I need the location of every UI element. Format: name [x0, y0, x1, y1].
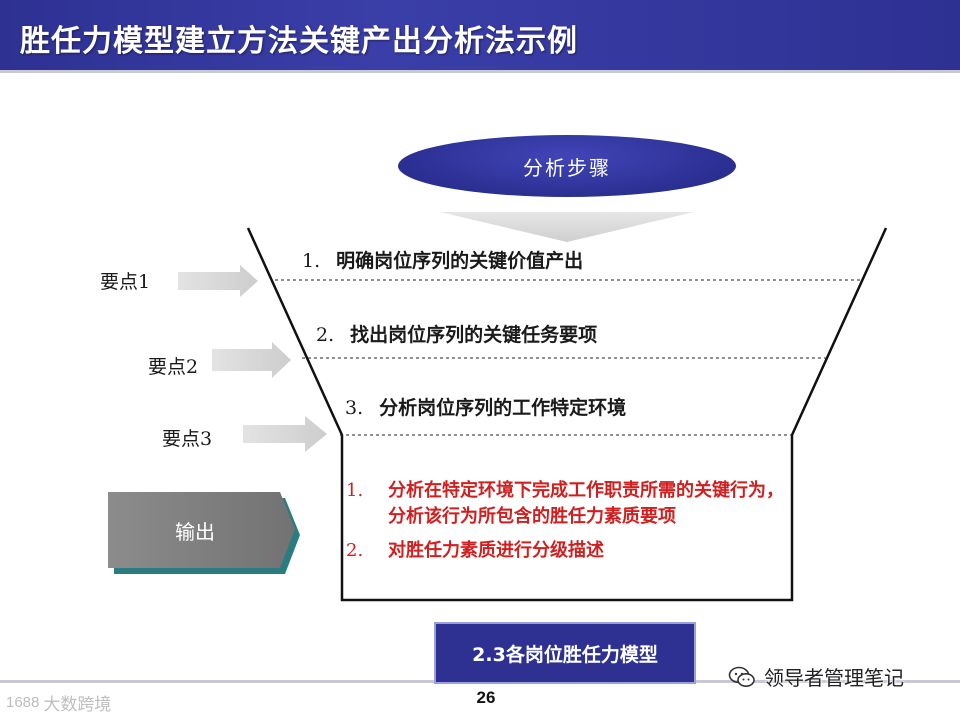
watermark-right-text: 领导者管理笔记 — [764, 666, 904, 690]
output-item-1-text: 分析在特定环境下完成工作职责所需的关键行为，分析该行为所包含的胜任力素质要项 — [388, 480, 784, 527]
step-3-text: 分析岗位序列的工作特定环境 — [379, 397, 627, 419]
title-bar: 胜任力模型建立方法关键产出分析法示例 — [0, 0, 960, 70]
output-box — [108, 492, 295, 568]
step-3: 3. 分析岗位序列的工作特定环境 — [345, 393, 626, 420]
output-item-2-number: 2. — [346, 540, 364, 561]
watermark-right: 领导者管理笔记 — [728, 662, 904, 691]
step-2-number: 2. — [316, 324, 335, 346]
step-1-text: 明确岗位序列的关键价值产出 — [336, 250, 584, 272]
competency-model-box: 2.3各岗位胜任力模型 — [434, 622, 696, 684]
watermark-left-text: 大数跨境 — [43, 695, 112, 715]
step-3-number: 3. — [345, 397, 364, 419]
page-number: 26 — [476, 688, 496, 707]
output-item-1-number: 1. — [346, 480, 364, 501]
page-title: 胜任力模型建立方法关键产出分析法示例 — [20, 24, 578, 59]
step-2-text: 找出岗位序列的关键任务要项 — [350, 324, 598, 346]
output-item-1: 1. 分析在特定环境下完成工作职责所需的关键行为，分析该行为所包含的胜任力素质要… — [346, 478, 786, 530]
key-point-arrow-2 — [212, 342, 291, 378]
watermark-left: 1688 大数跨境 — [6, 690, 111, 715]
key-point-3: 要点3 — [162, 428, 213, 450]
funnel-outline — [246, 227, 888, 602]
key-point-2: 要点2 — [148, 356, 199, 378]
down-arrow — [440, 212, 694, 242]
title-divider — [0, 70, 960, 73]
output-label: 输出 — [175, 519, 215, 544]
watermark-logo: 1688 — [6, 694, 40, 711]
output-list: 1. 分析在特定环境下完成工作职责所需的关键行为，分析该行为所包含的胜任力素质要… — [346, 478, 786, 572]
key-point-1: 要点1 — [100, 271, 151, 293]
step-2: 2. 找出岗位序列的关键任务要项 — [316, 320, 597, 347]
key-point-arrow-1 — [178, 265, 258, 297]
output-item-2: 2. 对胜任力素质进行分级描述 — [346, 538, 786, 564]
analysis-steps-ellipse: 分析步骤 — [398, 135, 736, 197]
output-item-2-text: 对胜任力素质进行分级描述 — [388, 540, 604, 561]
wechat-icon — [728, 666, 755, 687]
step-1: 1. 明确岗位序列的关键价值产出 — [302, 246, 583, 273]
step-1-number: 1. — [302, 250, 321, 272]
key-point-arrow-3 — [243, 416, 327, 452]
